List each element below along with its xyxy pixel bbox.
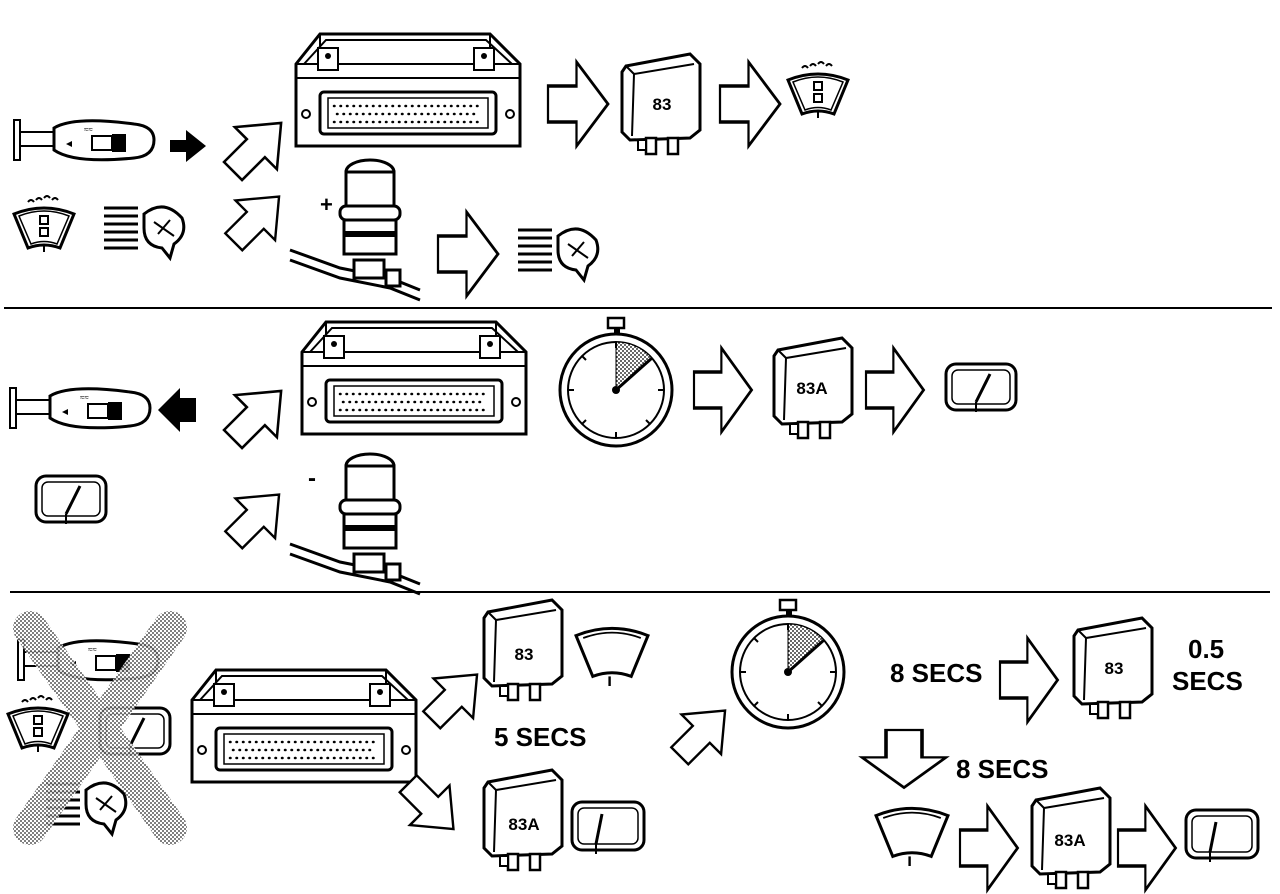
flow-arrow	[692, 346, 754, 434]
relay-83a-icon: 83A	[482, 768, 564, 872]
flow-arrow	[436, 210, 500, 298]
flow-arrow	[210, 368, 304, 462]
front-wiper-outline-icon	[574, 626, 650, 687]
relay-label: 83	[515, 645, 534, 664]
front-wiper-icon	[6, 694, 70, 754]
relay-label: 83A	[1054, 831, 1085, 850]
front-wiper-icon	[12, 194, 76, 254]
headlamp-wash-icon	[102, 205, 186, 260]
relay-83-icon: 83	[1072, 616, 1154, 720]
relay-label: 83A	[508, 815, 539, 834]
control-unit-icon	[294, 32, 522, 148]
flow-arrow	[212, 473, 301, 561]
relay-label: 83	[1105, 659, 1124, 678]
wiper-stalk-switch	[8, 386, 152, 430]
flow-arrow	[658, 689, 747, 777]
rear-wiper-icon	[34, 474, 108, 526]
front-wiper-outline-icon	[874, 806, 950, 867]
flow-arrow	[212, 175, 301, 263]
stalk-back-arrow	[158, 388, 196, 432]
flow-arrow	[958, 804, 1020, 892]
flow-arrow	[718, 60, 782, 148]
rear-wiper-outline-icon	[1184, 808, 1260, 862]
stopwatch-icon	[730, 598, 846, 730]
relay-83-icon: 83	[620, 52, 702, 156]
eight-secs-label: 8 SECS	[890, 658, 983, 688]
cancel-cross-icon	[13, 611, 187, 845]
section-1: 83 +	[12, 32, 850, 300]
washer-pump-icon	[290, 160, 420, 300]
flow-arrow	[210, 100, 304, 194]
flow-arrow	[998, 636, 1060, 724]
flow-arrow	[860, 728, 948, 790]
stopwatch-icon	[558, 316, 674, 448]
control-unit-icon	[190, 668, 418, 784]
front-wiper-icon	[786, 60, 850, 120]
flow-arrow	[1116, 804, 1178, 892]
half-second-value: 0.5	[1188, 634, 1224, 664]
eight-secs-label: 8 SECS	[956, 754, 1049, 784]
section-2: 83A -	[8, 316, 1018, 594]
relay-label: 83	[653, 95, 672, 114]
control-unit-icon	[300, 320, 528, 436]
rear-wiper-outline-icon	[570, 800, 646, 854]
five-secs-label: 5 SECS	[494, 722, 587, 752]
cancelled-inputs	[6, 611, 187, 845]
minus-sign: -	[308, 465, 316, 492]
relay-83a-icon: 83A	[1030, 786, 1112, 890]
headlamp-wash-icon	[516, 227, 600, 282]
relay-83-icon: 83	[482, 598, 564, 702]
relay-83a-icon: 83A	[772, 336, 854, 440]
section-3: 83 5 SECS 83A 8 SECS 83 0.5 SECS 8	[6, 598, 1260, 892]
plus-sign: +	[320, 192, 333, 217]
wiper-stalk-switch	[12, 118, 156, 162]
stalk-down-arrow	[170, 130, 206, 162]
relay-label: 83A	[796, 379, 827, 398]
flow-arrow	[864, 346, 926, 434]
rear-wiper-icon	[944, 362, 1018, 414]
secs-unit-label: SECS	[1172, 666, 1243, 696]
flow-arrow	[546, 60, 610, 148]
